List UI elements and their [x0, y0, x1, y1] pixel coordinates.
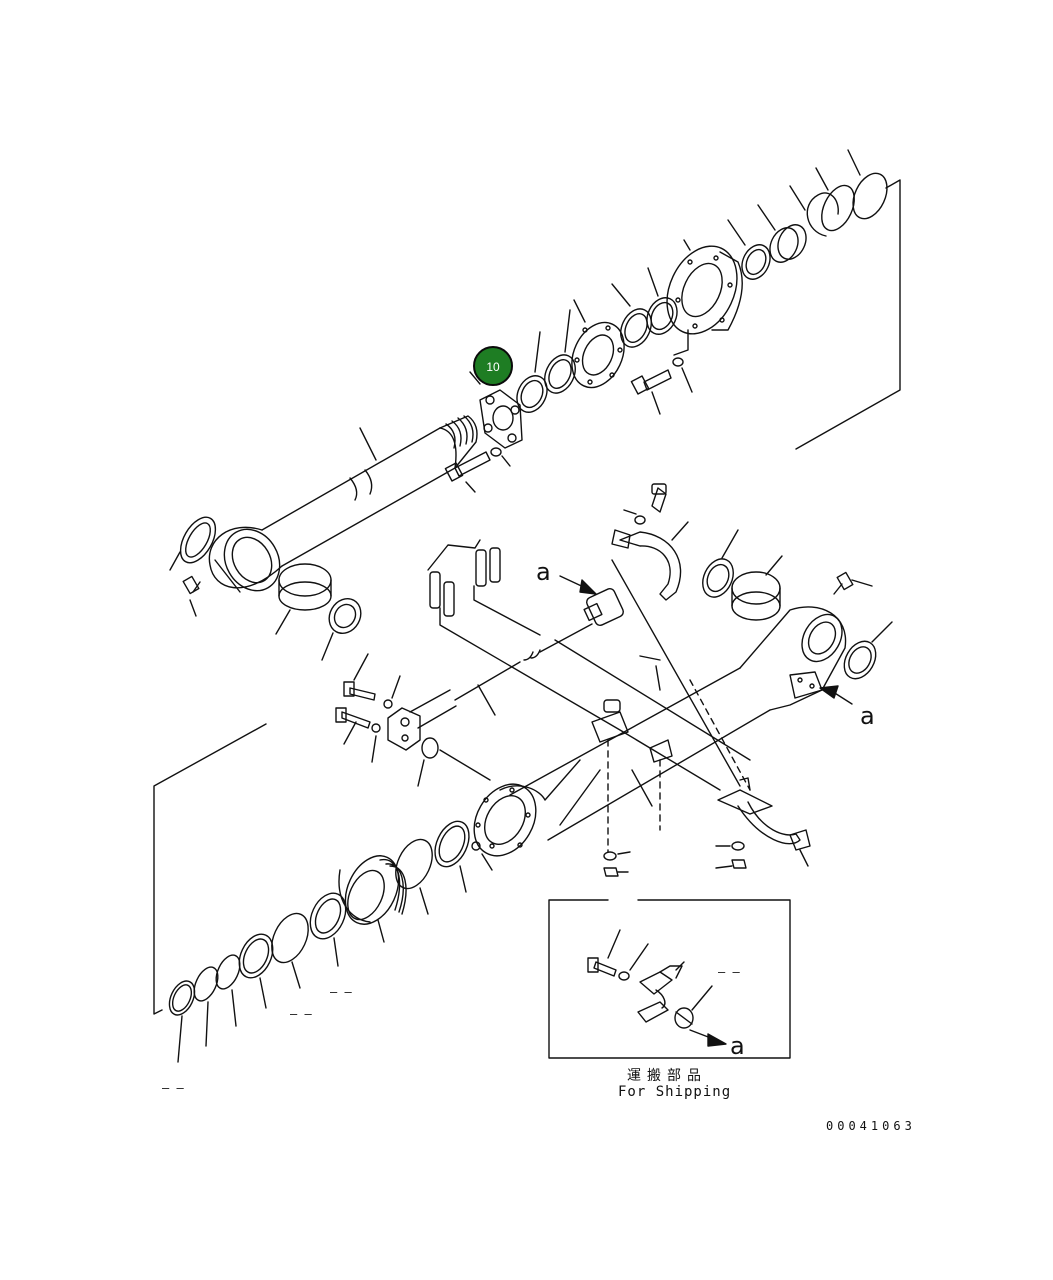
inset-cap: [674, 985, 713, 1029]
grease-nipple-right: [833, 571, 873, 595]
piston-rod: [261, 427, 456, 567]
callout-10-number: 10: [486, 360, 500, 374]
rod-thread: [439, 415, 478, 469]
dust-seal-right: [843, 640, 877, 680]
tube-1: [439, 607, 721, 791]
shipping-label-en: For Shipping: [618, 1084, 731, 1100]
seal-ring-4: [646, 297, 678, 335]
frame-line-bottom: [153, 723, 267, 1015]
hose-fittings: [427, 539, 501, 617]
grease-nipple: [182, 575, 201, 617]
ring-lower-4: [215, 954, 241, 990]
ring-lower-6: [168, 980, 196, 1016]
inset-washer: [618, 971, 630, 981]
callout-10-badge: [473, 346, 513, 386]
upper-rod-assembly: [169, 149, 901, 661]
inset-bolt: [587, 929, 621, 977]
dust-seal-left: [179, 516, 217, 564]
arrow-a-inset: [707, 1033, 727, 1047]
rod-eye: [208, 526, 283, 589]
cylinder-tube: a: [473, 606, 875, 877]
o-ring-top: [852, 172, 888, 220]
o-ring-small: [421, 737, 439, 759]
seal-rings-upper: [516, 309, 576, 413]
washer-1: [490, 447, 502, 457]
tube-2: [473, 585, 541, 636]
bushing-left: [275, 563, 332, 635]
arrow-a-top: [579, 579, 597, 595]
svg-text:– –: – –: [718, 965, 740, 979]
bolt-1: [444, 451, 491, 493]
frame-line-top: [795, 179, 901, 450]
lock-plate: [479, 389, 523, 449]
bushing-right: [731, 555, 783, 621]
bolts-flange: [335, 653, 401, 763]
inset-clamp: [637, 961, 685, 1023]
shipping-label-jp: 運搬部品: [627, 1068, 707, 1084]
svg-text:– –: – –: [330, 985, 352, 999]
label-a-top: a: [536, 558, 551, 586]
label-a-inset: a: [730, 1032, 745, 1060]
bolt-2: [630, 329, 693, 415]
seal-lower-3: [238, 933, 274, 979]
flange-block: [387, 689, 457, 751]
bushing-upper: [757, 204, 807, 263]
label-a-right: a: [860, 702, 875, 730]
seal-right-1: [702, 558, 734, 598]
cylinder-head: [666, 239, 743, 335]
shipping-inset: – – a 運搬部品 For Shipping: [548, 899, 791, 1100]
clamp-lower-right: [715, 777, 811, 869]
piston-assembly: – – – – – –: [153, 723, 493, 1095]
figure-number: 00041063: [826, 1119, 916, 1133]
gland-flange: [571, 299, 625, 389]
ring-lower-5: [193, 966, 219, 1002]
clamp-set: [611, 483, 741, 787]
callout-10: 10: [469, 346, 513, 386]
hose-adapter: [583, 588, 624, 626]
tube-bracket: [591, 711, 629, 743]
snap-ring: [806, 192, 839, 237]
seal-lower-2: [309, 892, 347, 940]
svg-text:– –: – –: [162, 1081, 184, 1095]
seal-ring-6: [821, 184, 855, 232]
seal-ring-5: [741, 244, 771, 280]
seal-ring-3: [620, 308, 652, 348]
arrow-a-right: [819, 685, 839, 699]
svg-text:– –: – –: [290, 1007, 312, 1021]
wear-ring-2: [271, 912, 309, 964]
hose-tube-assembly: a: [335, 483, 893, 791]
dust-seal-2: [328, 598, 362, 634]
wear-ring-1: [395, 838, 433, 890]
seal-lower-1: [434, 820, 470, 868]
